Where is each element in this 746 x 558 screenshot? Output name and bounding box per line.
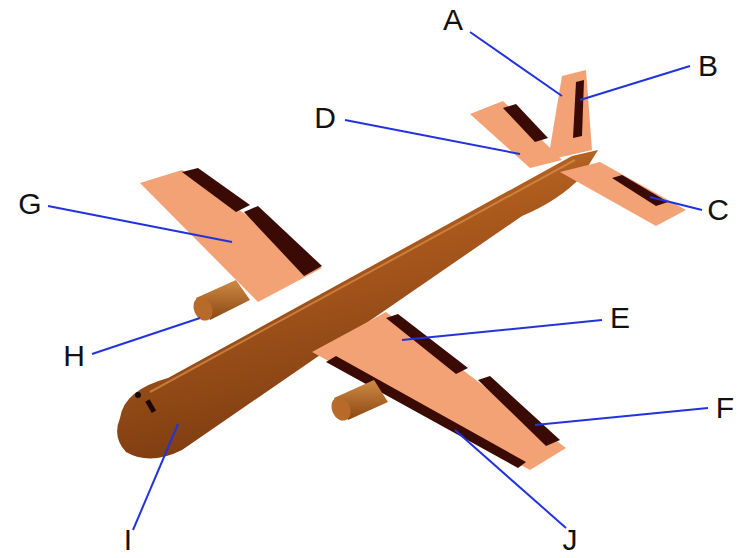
cockpit-window [135, 392, 156, 413]
part-letter: F [716, 393, 734, 423]
fuselage [117, 150, 598, 459]
part-letter: H [63, 341, 85, 371]
part-letter: G [18, 189, 41, 219]
part-letter: E [610, 303, 630, 333]
rudder [573, 80, 584, 138]
part-letter: D [314, 103, 336, 133]
part-letter: B [698, 51, 718, 81]
aileron [182, 168, 250, 212]
part-letter: J [563, 525, 578, 555]
stabilizer [560, 162, 686, 226]
leader-line [48, 32, 708, 530]
engine [190, 280, 250, 324]
elevator [612, 175, 668, 206]
slat [326, 356, 526, 468]
flap [386, 314, 468, 374]
elevator [503, 104, 548, 142]
wing [140, 170, 322, 302]
engine [328, 380, 388, 424]
stabilizer [470, 101, 562, 168]
part-letter: C [707, 195, 729, 225]
aileron [478, 376, 560, 446]
part-letter: A [443, 5, 463, 35]
part-letter: I [124, 525, 132, 555]
flap [244, 206, 322, 276]
fin [548, 70, 592, 160]
